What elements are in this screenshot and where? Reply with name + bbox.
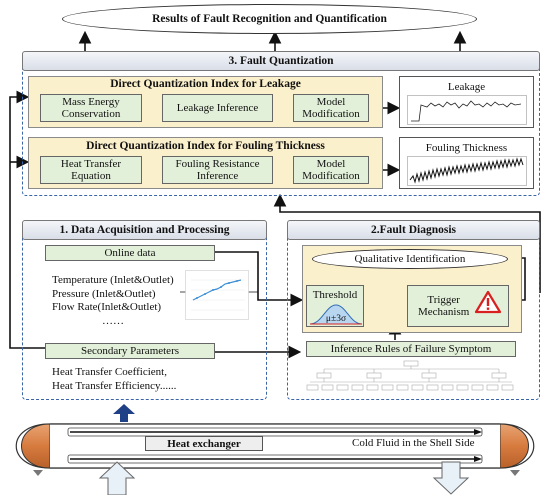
- gaussian-curve: [309, 304, 363, 325]
- online-data-box: Online data: [45, 245, 215, 261]
- secondary-parameters-box: Secondary Parameters: [45, 343, 215, 359]
- step-label: Heat Transfer Equation: [60, 158, 122, 182]
- online-to-threshold: [215, 251, 304, 307]
- qualitative-label: Qualitative Identification: [354, 253, 466, 265]
- rule-tree-diagram: [306, 360, 514, 391]
- quantization-title: 3. Fault Quantization: [228, 55, 334, 67]
- step-label: Model Modification: [302, 96, 360, 120]
- leakage-step-3: Model Modification: [293, 94, 369, 122]
- online-data-label: Online data: [104, 247, 156, 259]
- left-feedback-line: [9, 90, 45, 349]
- secondary-list: Heat Transfer Coefficient, Heat Transfer…: [52, 366, 262, 393]
- acquisition-header: 1. Data Acquisition and Processing: [22, 220, 267, 240]
- leakage-step-1: Mass Energy Conservation: [40, 94, 142, 122]
- heat-exchanger-label-box: Heat exchanger: [145, 436, 263, 451]
- fouling-output-box: Fouling Thickness: [399, 137, 534, 189]
- results-ellipse: Results of Fault Recognition and Quantif…: [62, 4, 477, 34]
- online-data-list: Temperature (Inlet&Outlet) Pressure (Inl…: [52, 274, 187, 328]
- step-label: Leakage Inference: [176, 102, 259, 114]
- online-item: ……: [102, 314, 124, 327]
- formula-label: μ±3σ: [325, 314, 347, 324]
- quantization-header: 3. Fault Quantization: [22, 51, 540, 71]
- leakage-trend-plot: [407, 95, 527, 125]
- online-data-chart: [185, 270, 249, 320]
- online-item: Pressure (Inlet&Outlet): [52, 287, 156, 300]
- leakage-output-box: Leakage: [399, 76, 534, 128]
- online-item: Temperature (Inlet&Outlet): [52, 274, 174, 286]
- rules-label: Inference Rules of Failure Symptom: [330, 343, 492, 355]
- secondary-item: Heat Transfer Coefficient,: [52, 366, 167, 378]
- secondary-item: Heat Transfer Efficiency......: [52, 379, 177, 392]
- threshold-label: Threshold: [312, 289, 358, 301]
- trigger-label: Trigger Mechanism: [418, 294, 470, 318]
- step-label: Model Modification: [302, 158, 360, 182]
- fouling-trend-plot: [407, 156, 527, 186]
- acquisition-title: 1. Data Acquisition and Processing: [59, 224, 230, 236]
- secondary-label: Secondary Parameters: [80, 345, 180, 357]
- online-item: Flow Rate(Inlet&Outlet): [52, 301, 162, 313]
- diagnosis-title: 2.Fault Diagnosis: [371, 224, 456, 236]
- fouling-step-2: Fouling Resistance Inference: [162, 156, 273, 184]
- fouling-step-3: Model Modification: [293, 156, 369, 184]
- leakage-step-2: Leakage Inference: [162, 94, 273, 122]
- leakage-index-title: Direct Quantization Index for Leakage: [110, 78, 301, 90]
- fouling-output-label: Fouling Thickness: [425, 142, 508, 154]
- step-label: Fouling Resistance Inference: [175, 158, 260, 182]
- fouling-index-title: Direct Quantization Index for Fouling Th…: [86, 140, 325, 152]
- heat-exchanger-diagram: [15, 423, 535, 495]
- data-up-arrow: [113, 404, 135, 422]
- trigger-box: Trigger Mechanism: [407, 285, 509, 327]
- heat-exchanger-label: Heat exchanger: [167, 437, 241, 450]
- warning-icon: [474, 290, 502, 314]
- qualitative-ellipse: Qualitative Identification: [312, 249, 508, 269]
- step-label: Mass Energy Conservation: [61, 96, 121, 120]
- inference-rules-box: Inference Rules of Failure Symptom: [306, 341, 516, 357]
- diagnosis-header: 2.Fault Diagnosis: [287, 220, 540, 240]
- leakage-output-label: Leakage: [447, 81, 486, 93]
- results-title: Results of Fault Recognition and Quantif…: [152, 13, 387, 25]
- shell-side-label: Cold Fluid in the Shell Side: [352, 437, 475, 449]
- right-feedback-line: [273, 193, 541, 293]
- threshold-box: Threshold μ±3σ: [306, 285, 364, 327]
- fouling-step-1: Heat Transfer Equation: [40, 156, 142, 184]
